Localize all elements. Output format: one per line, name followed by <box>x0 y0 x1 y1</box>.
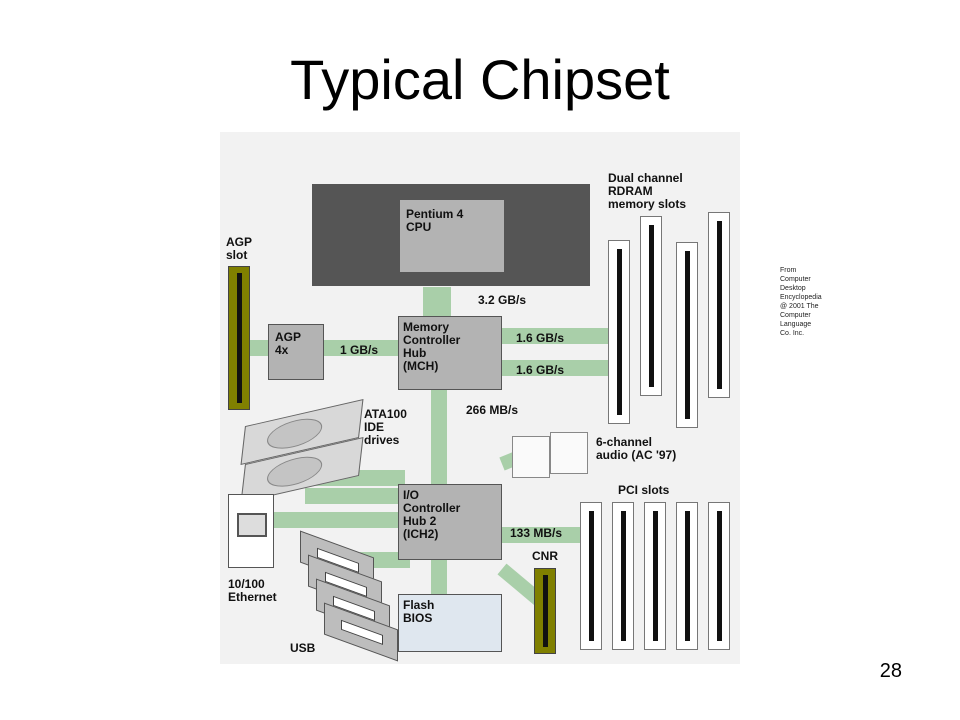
memory-bus-1 <box>502 328 610 344</box>
ethernet-jack-icon <box>237 513 267 537</box>
cnr-label: CNR <box>532 549 558 563</box>
pci-slot-3 <box>644 502 666 650</box>
page-number: 28 <box>879 660 902 682</box>
audio-chip-2 <box>550 432 588 474</box>
pci-slot-5 <box>708 502 730 650</box>
rdram-slot-1 <box>608 240 630 424</box>
mch-ich-bus <box>431 390 447 484</box>
ide-label: ATA100 IDE drives <box>364 407 407 447</box>
mem-speed-label-1: 1.6 GB/s <box>516 331 565 345</box>
agp-slot-label: AGP slot <box>226 235 253 262</box>
cpu-label-1: Pentium 4 <box>406 207 464 221</box>
agp-chip: AGP 4x <box>268 324 324 380</box>
ich-flash-bus <box>431 560 447 594</box>
audio-label: 6-channel audio (AC '97) <box>596 435 677 462</box>
agp-speed-label: 1 GB/s <box>340 343 379 357</box>
flash-bios-chip: Flash BIOS <box>398 594 502 652</box>
usb-label: USB <box>290 641 316 655</box>
ich-chip: I/O Controller Hub 2 (ICH2) <box>398 484 502 560</box>
rdram-slot-3 <box>676 242 698 428</box>
chipset-diagram: From Computer Desktop Encyclopedia @ 200… <box>220 132 822 664</box>
cpu-mch-bus <box>423 287 451 317</box>
cpu-speed-label: 3.2 GB/s <box>478 293 527 307</box>
mem-speed-label-2: 1.6 GB/s <box>516 363 565 377</box>
rdram-slot-4 <box>708 212 730 398</box>
ich-speed-label: 266 MB/s <box>466 403 519 417</box>
pci-bus <box>502 527 582 543</box>
cnr-slot <box>534 568 556 654</box>
cpu-label-2: CPU <box>406 220 432 234</box>
ide-bus-2 <box>305 488 405 504</box>
ethernet-bus <box>260 512 400 528</box>
ethernet-port <box>228 494 274 568</box>
rdram-slot-2 <box>640 216 662 396</box>
slide-title: Typical Chipset <box>290 48 670 111</box>
pci-slot-2 <box>612 502 634 650</box>
ethernet-label: 10/100 Ethernet <box>228 577 277 604</box>
credit-text: From Computer Desktop Encyclopedia @ 200… <box>780 267 822 337</box>
cpu-chip: Pentium 4 CPU <box>399 199 505 273</box>
agp-slot <box>228 266 250 410</box>
pci-speed-label: 133 MB/s <box>510 526 563 540</box>
mch-chip: Memory Controller Hub (MCH) <box>398 316 502 390</box>
cpu-package: Pentium 4 CPU <box>312 184 590 286</box>
pci-label: PCI slots <box>618 483 670 497</box>
rdram-label: Dual channel RDRAM memory slots <box>608 171 687 211</box>
memory-bus-2 <box>502 360 610 376</box>
audio-chip-1 <box>512 436 550 478</box>
pci-slot-4 <box>676 502 698 650</box>
pci-slot-1 <box>580 502 602 650</box>
